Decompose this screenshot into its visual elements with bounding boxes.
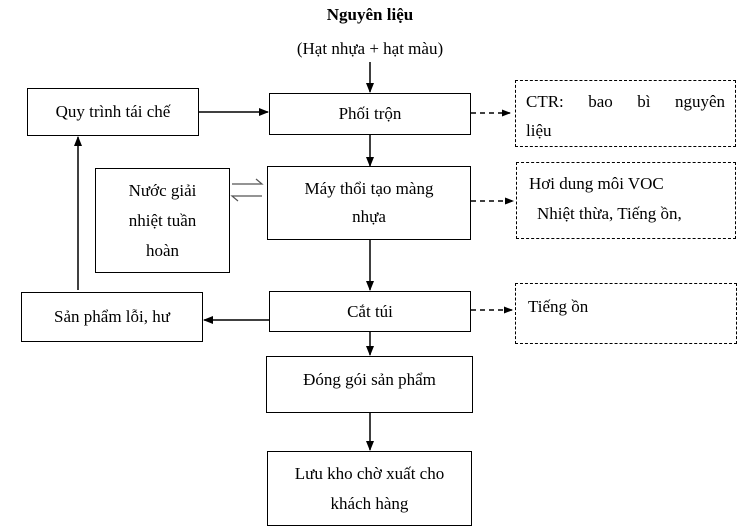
- cooling-water-box: Nước giải nhiệt tuần hoàn: [95, 168, 230, 273]
- raw-material-subtitle: (Hạt nhựa + hạt màu): [296, 39, 444, 58]
- cooling-water-line3: hoàn: [145, 240, 180, 260]
- defective-products-label: Sản phẩm lỗi, hư: [54, 307, 170, 326]
- film-blowing-label-line2: nhựa: [352, 207, 386, 226]
- mixing-waste-box: CTR: bao bì nguyên liệu: [515, 80, 736, 147]
- blowing-waste-box: Hơi dung môi VOC Nhiệt thừa, Tiếng ồn,: [516, 162, 736, 239]
- packaging-box: Đóng gói sản phẩm: [266, 356, 473, 413]
- storage-label-line2: khách hàng: [330, 493, 409, 513]
- cutting-waste-box: Tiếng ồn: [515, 283, 737, 344]
- cooling-water-line1: Nước giải: [128, 180, 197, 200]
- bag-cutting-label: Cắt túi: [347, 301, 393, 321]
- cooling-water-line2: nhiệt tuần: [128, 210, 197, 230]
- film-blowing-label-line1: Máy thổi tạo màng: [304, 179, 434, 198]
- diagram-title: Nguyên liệu: [326, 5, 414, 24]
- mixing-label: Phối trộn: [338, 104, 402, 123]
- mixing-box: Phối trộn: [269, 93, 471, 135]
- recycling-box: Quy trình tái chế: [27, 88, 199, 136]
- storage-box: Lưu kho chờ xuất cho khách hàng: [267, 451, 472, 526]
- bag-cutting-box: Cắt túi: [269, 291, 471, 332]
- storage-label-line1: Lưu kho chờ xuất cho: [294, 463, 445, 483]
- packaging-label: Đóng gói sản phẩm: [303, 370, 436, 389]
- blowing-waste-line2: Nhiệt thừa, Tiếng ồn,: [537, 204, 682, 223]
- cutting-waste-label: Tiếng ồn: [528, 297, 589, 316]
- recycling-label: Quy trình tái chế: [55, 102, 171, 121]
- defective-products-box: Sản phẩm lỗi, hư: [21, 292, 203, 342]
- arrow-water-to-blower: [232, 178, 264, 185]
- mixing-waste-line1: CTR: bao bì nguyên: [526, 92, 725, 111]
- mixing-waste-line2: liệu: [526, 121, 552, 140]
- film-blowing-box: Máy thổi tạo màng nhựa: [267, 166, 471, 240]
- blowing-waste-line1: Hơi dung môi VOC: [529, 174, 664, 193]
- arrow-blower-to-water: [230, 195, 262, 202]
